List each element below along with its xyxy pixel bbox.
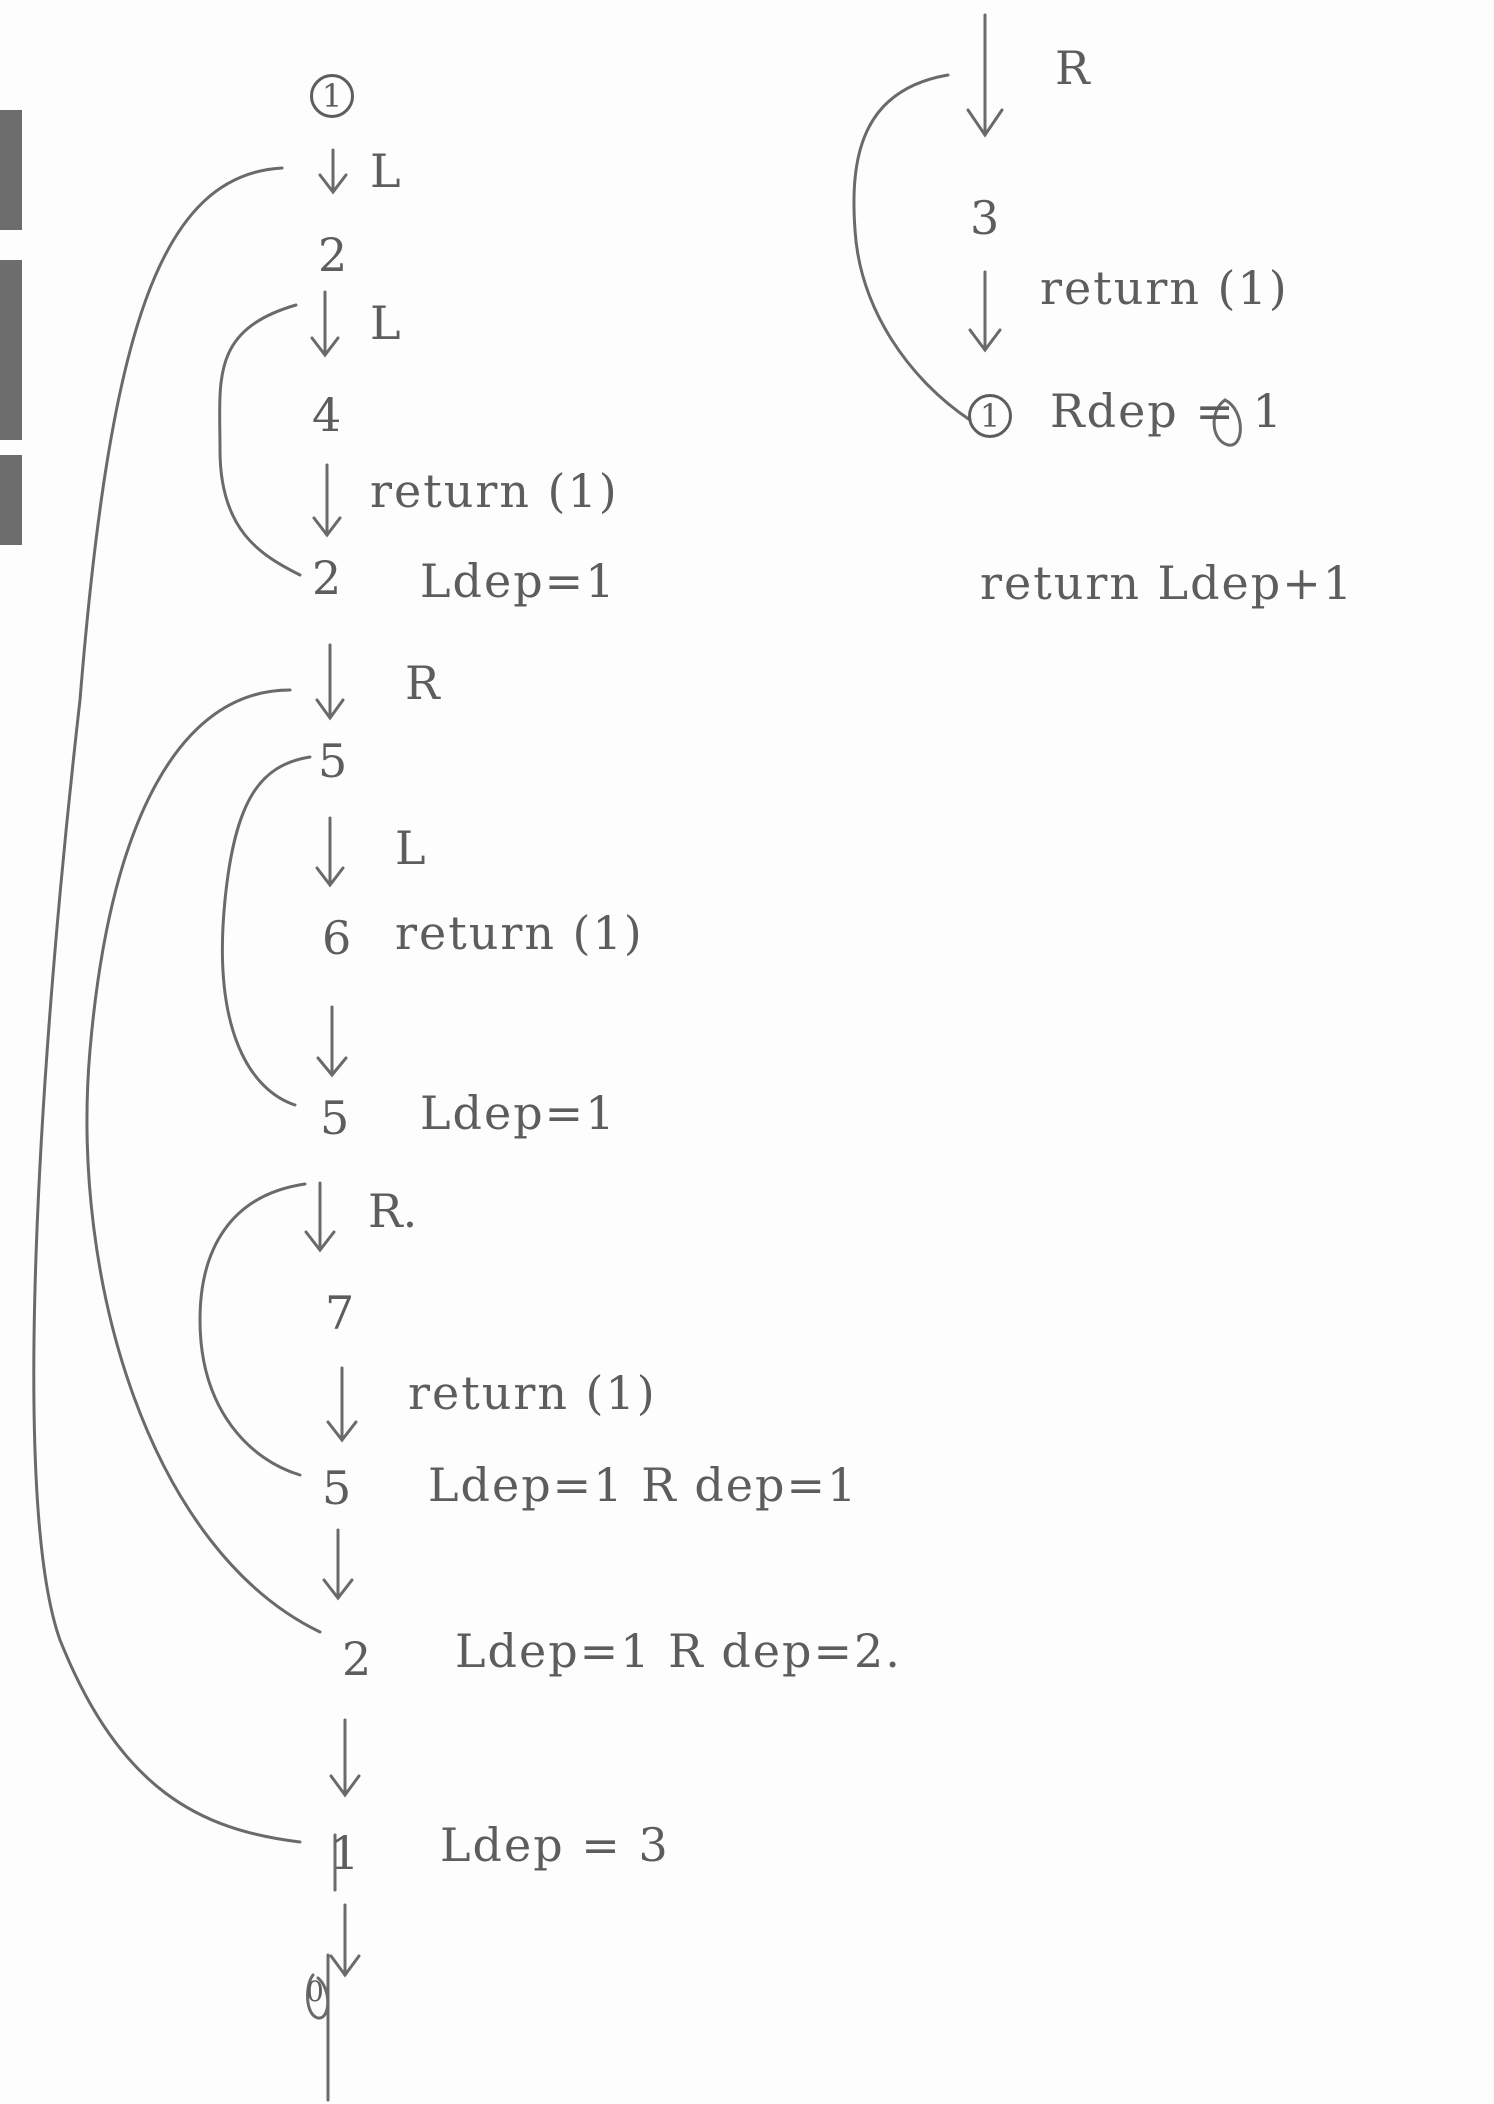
recursion-bracket — [852, 73, 972, 422]
node-label: 1 — [330, 1826, 360, 1880]
arrow-label: L — [370, 296, 401, 350]
node-label: 2 — [312, 551, 342, 605]
depth-note: Ldep=1 — [420, 1086, 617, 1140]
return-note: return (1) — [395, 906, 644, 960]
scan-edge-shadow — [0, 455, 22, 545]
node-label: 6 — [322, 911, 352, 965]
scan-edge-shadow — [0, 260, 22, 440]
down-arrow-icon — [304, 13, 1004, 1978]
node-label: 2 — [318, 228, 348, 282]
arrow-label: R. — [368, 1184, 418, 1238]
node-label: 4 — [312, 388, 342, 442]
node-label: 5 — [320, 1091, 350, 1145]
depth-note: Ldep=1 — [420, 554, 617, 608]
arrow-label: R — [1055, 41, 1090, 95]
recursion-bracket — [198, 1182, 307, 1477]
depth-note: Rdep = 1 — [1050, 384, 1284, 438]
arrow-label: R — [405, 656, 440, 710]
arrow-label: return (1) — [408, 1366, 657, 1420]
depth-note: Ldep = 3 — [440, 1818, 670, 1872]
depth-note: Ldep=1 R dep=2. — [455, 1624, 902, 1678]
return-statement: return Ldep+1 — [980, 556, 1355, 610]
node-label: 2 — [342, 1632, 372, 1686]
recursion-bracket — [220, 755, 312, 1107]
node-label: 3 — [970, 191, 1000, 245]
node-label: 5 — [318, 734, 348, 788]
final-mark: 0 — [306, 1975, 324, 2008]
arrow-label: return (1) — [1040, 261, 1289, 315]
recursion-bracket — [218, 303, 302, 577]
node-circle: 1 — [968, 388, 1012, 438]
node-label: 7 — [325, 1286, 355, 1340]
recursion-bracket — [85, 688, 322, 1634]
arrow-label: L — [370, 144, 401, 198]
scan-edge-shadow — [0, 110, 22, 230]
depth-note: Ldep=1 R dep=1 — [428, 1458, 859, 1512]
start-node: 1 — [310, 68, 354, 118]
node-label: 5 — [322, 1461, 352, 1515]
recursion-bracket — [32, 166, 302, 1844]
scribble-mark — [306, 1973, 330, 2020]
arrow-label: L — [395, 821, 426, 875]
arrow-label: return (1) — [370, 464, 619, 518]
scribble-mark — [1212, 398, 1242, 447]
